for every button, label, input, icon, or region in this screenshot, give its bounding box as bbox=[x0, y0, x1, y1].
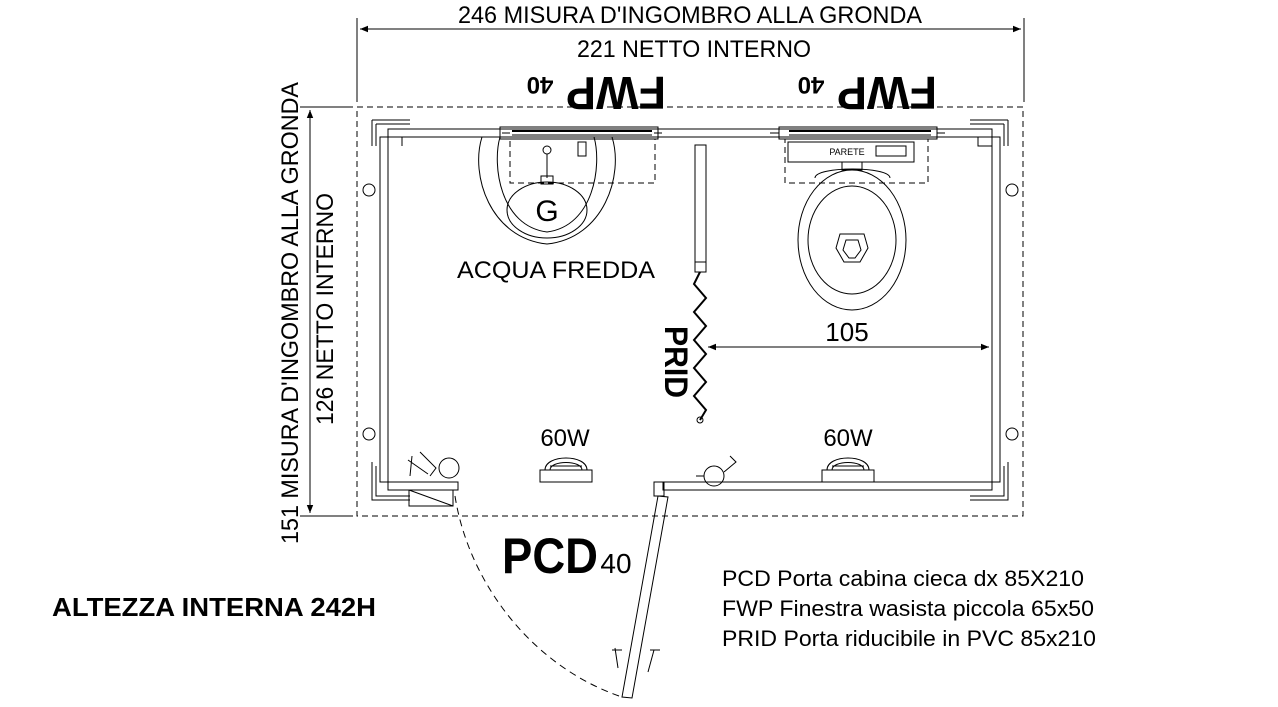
sink bbox=[478, 136, 616, 245]
legend-item: FWP Finestra wasista piccola 65x50 bbox=[722, 596, 1094, 621]
internal-depth-label: 126 NETTO INTERNO bbox=[312, 193, 339, 425]
lamp-left-label: 60W bbox=[540, 425, 590, 452]
legend-item: PCD Porta cabina cieca dx 85X210 bbox=[722, 566, 1084, 591]
window-left-frame bbox=[499, 126, 662, 140]
window-right-subscript: 40 bbox=[798, 71, 825, 98]
window-left-code: FWP bbox=[566, 67, 666, 119]
internal-width-label: 221 NETTO INTERNO bbox=[577, 36, 811, 63]
folding-door-ends bbox=[694, 261, 707, 424]
overall-width-label: 246 MISURA D'INGOMBRO ALLA GRONDA bbox=[458, 2, 922, 29]
window-left-subscript: 40 bbox=[527, 71, 554, 98]
wc-clearance-label: 105 bbox=[825, 317, 868, 347]
wall-tag: PARETE bbox=[829, 147, 864, 157]
sink-label: G bbox=[535, 195, 558, 228]
entry-door-subscript: 40 bbox=[600, 548, 631, 579]
walls bbox=[379, 128, 1001, 491]
width-dimensions bbox=[356, 18, 1025, 102]
drain-fitting-right bbox=[696, 455, 737, 487]
sink-caption: ACQUA FREDDA bbox=[457, 257, 655, 284]
legend: PCD Porta cabina cieca dx 85X210 FWP Fin… bbox=[722, 566, 1096, 651]
lamp-left bbox=[539, 457, 593, 483]
legend-item: PRID Porta riducibile in PVC 85x210 bbox=[722, 626, 1096, 651]
overall-depth-label: 151 MISURA D'INGOMBRO ALLA GRONDA bbox=[277, 82, 304, 544]
anchor-circles bbox=[362, 183, 1019, 441]
drain-fitting-left bbox=[407, 451, 460, 479]
entry-door-code: PCD bbox=[502, 528, 598, 584]
window-right-swing bbox=[784, 138, 929, 184]
folding-door-code: PRID bbox=[658, 326, 694, 398]
window-left-swing bbox=[509, 138, 656, 184]
window-right-code: FWP bbox=[837, 67, 937, 119]
entry-door-swing bbox=[454, 495, 623, 698]
entry-door bbox=[408, 481, 669, 699]
corner-brackets bbox=[371, 119, 1009, 501]
lamp-right-label: 60W bbox=[823, 425, 873, 452]
internal-height-label: ALTEZZA INTERNA 242H bbox=[52, 592, 376, 622]
folding-door-zigzag bbox=[692, 271, 708, 421]
eave-outline bbox=[356, 106, 1024, 517]
lamp-right bbox=[821, 457, 875, 483]
depth-dimensions bbox=[300, 106, 353, 517]
toilet bbox=[787, 141, 915, 311]
